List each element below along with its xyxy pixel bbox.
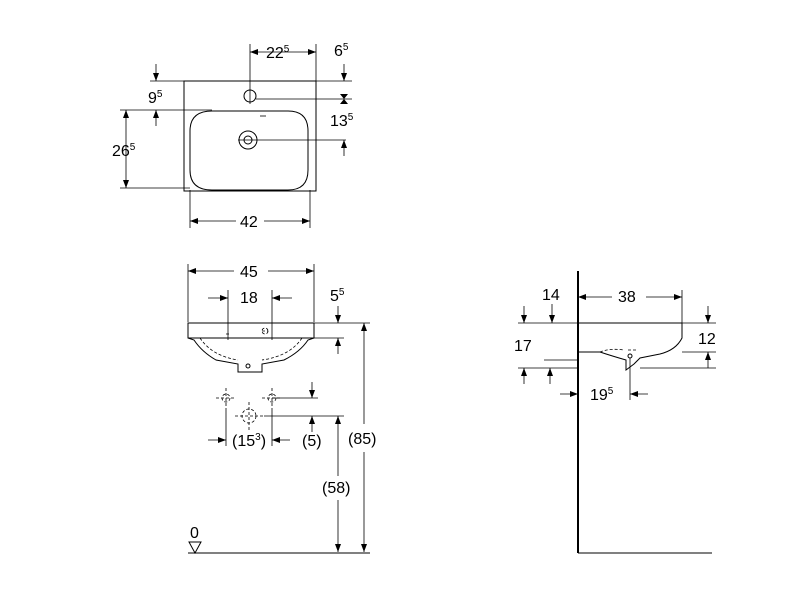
floor-level-label: 0 [190, 525, 199, 542]
dim-hole-offset: 225 [266, 44, 290, 62]
dim-supply-offset: (5) [302, 433, 322, 450]
front-view: 45 18 55 [187, 264, 376, 555]
basin-bowl-outline [189, 110, 309, 191]
floor-level-marker [188, 541, 202, 555]
dim-supply-height: (58) [322, 480, 350, 497]
side-view: 14 38 17 12 195 [514, 271, 716, 554]
dim-hole-from-top: 95 [148, 89, 163, 107]
dim-supply-spacing: (153) [232, 432, 266, 450]
dim-depth: 265 [112, 142, 136, 160]
top-view: 225 65 95 135 265 42 [112, 42, 354, 231]
basin-front-outline [187, 322, 315, 373]
dim-rim: 55 [330, 287, 345, 305]
dim-tap-spacing: 18 [240, 290, 258, 307]
dim-rim-height: 12 [698, 331, 716, 348]
dim-drain-from-hole: 135 [330, 112, 354, 130]
dim-front-width: 45 [240, 264, 258, 281]
dim-projection: 38 [618, 289, 636, 306]
dim-drain-from-wall: 195 [590, 386, 614, 404]
dim-overall-height: 17 [514, 338, 532, 355]
waste-connection [235, 402, 263, 430]
dim-total-height: (85) [348, 431, 376, 448]
dim-width: 42 [240, 214, 258, 231]
dim-right-edge: 65 [334, 42, 349, 60]
dim-wall-gap: 14 [542, 287, 560, 304]
supply-connection-left [216, 388, 236, 408]
